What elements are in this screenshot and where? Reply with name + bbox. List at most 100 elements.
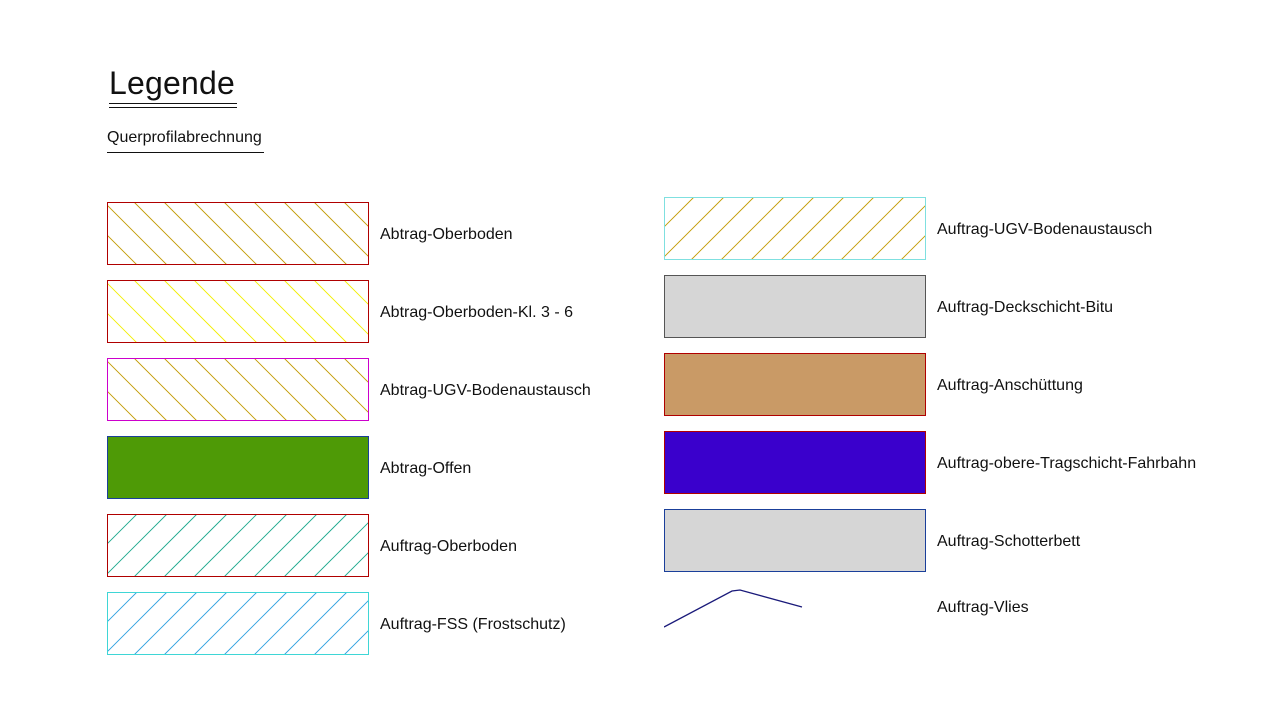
hatch-line xyxy=(223,280,288,343)
hatch-line xyxy=(253,592,318,655)
hatch-line xyxy=(107,592,138,623)
swatch-border xyxy=(664,197,926,260)
legend-label-auftrag-fss-frostschutz: Auftrag-FSS (Frostschutz) xyxy=(380,616,566,633)
swatch-graphic xyxy=(107,436,369,499)
hatch-line xyxy=(133,358,198,421)
swatch-fill xyxy=(664,353,926,416)
hatch-line xyxy=(223,358,288,421)
legend-label-auftrag-schotterbett: Auftrag-Schotterbett xyxy=(937,533,1081,550)
hatch-line xyxy=(313,521,369,577)
title-underline xyxy=(109,103,237,104)
hatch-line xyxy=(313,280,369,336)
hatch-line xyxy=(870,204,926,260)
hatch-line xyxy=(313,202,369,258)
hatch-line xyxy=(163,202,228,265)
swatch-border xyxy=(664,509,926,572)
hatch-line xyxy=(664,197,725,258)
vlies-line xyxy=(664,589,803,628)
hatch-line xyxy=(283,358,348,421)
hatch-line xyxy=(107,514,138,545)
hatch-line xyxy=(133,592,198,655)
hatch-line xyxy=(193,280,258,343)
swatch-border xyxy=(664,431,926,494)
swatch-graphic xyxy=(664,275,926,338)
hatch-line xyxy=(780,197,845,260)
hatch-line xyxy=(283,592,348,655)
hatch-line xyxy=(107,204,168,265)
swatch-border xyxy=(107,436,369,499)
swatch-graphic xyxy=(664,353,926,416)
hatch-lines xyxy=(107,514,369,577)
hatch-line xyxy=(253,280,318,343)
swatch-graphic xyxy=(664,589,803,628)
hatch-line xyxy=(690,197,755,260)
swatch-graphic xyxy=(107,358,369,421)
legend-swatch-abtrag-offen xyxy=(107,436,369,499)
swatch-fill xyxy=(664,197,926,260)
hatch-lines xyxy=(107,280,369,343)
swatch-border xyxy=(107,280,369,343)
hatch-line xyxy=(107,390,138,421)
swatch-graphic xyxy=(107,514,369,577)
hatch-line xyxy=(840,197,905,260)
legend-label-auftrag-oberboden: Auftrag-Oberboden xyxy=(380,538,517,555)
hatch-line xyxy=(720,197,785,260)
hatch-line xyxy=(163,358,228,421)
swatch-fill xyxy=(107,280,369,343)
swatch-graphic xyxy=(664,509,926,572)
hatch-line xyxy=(133,202,198,265)
legend-label-auftrag-vlies: Auftrag-Vlies xyxy=(937,599,1029,616)
hatch-line xyxy=(223,592,288,655)
legend-label-abtrag-oberboden-kl-3-6: Abtrag-Oberboden-Kl. 3 - 6 xyxy=(380,304,573,321)
hatch-lines xyxy=(107,202,369,265)
hatch-line xyxy=(133,280,198,343)
hatch-line xyxy=(253,514,318,577)
hatch-line xyxy=(283,202,348,265)
legend-swatch-auftrag-schotterbett xyxy=(664,509,926,572)
hatch-line xyxy=(107,282,168,343)
legend-swatch-auftrag-ansch-ttung xyxy=(664,353,926,416)
hatch-lines xyxy=(107,358,369,421)
swatch-fill xyxy=(664,275,926,338)
swatch-fill xyxy=(664,431,926,494)
hatch-line xyxy=(343,358,369,384)
legend-label-abtrag-oberboden: Abtrag-Oberboden xyxy=(380,226,513,243)
swatch-graphic xyxy=(107,280,369,343)
hatch-line xyxy=(107,360,168,421)
hatch-line xyxy=(283,280,348,343)
title-underline-double xyxy=(109,107,237,108)
legend-swatch-auftrag-oberboden xyxy=(107,514,369,577)
swatch-fill xyxy=(107,202,369,265)
legend-swatch-auftrag-deckschicht-bitu xyxy=(664,275,926,338)
legend-label-abtrag-offen: Abtrag-Offen xyxy=(380,460,472,477)
legend-swatch-abtrag-oberboden xyxy=(107,202,369,265)
swatch-fill xyxy=(107,514,369,577)
legend-label-auftrag-ugv-bodenaustausch: Auftrag-UGV-Bodenaustausch xyxy=(937,221,1153,238)
swatch-fill xyxy=(107,592,369,655)
legend-swatch-auftrag-vlies xyxy=(664,585,926,648)
hatch-line xyxy=(107,592,168,653)
hatch-line xyxy=(283,514,348,577)
hatch-line xyxy=(313,358,369,414)
swatch-border xyxy=(107,514,369,577)
swatch-border xyxy=(107,358,369,421)
hatch-line xyxy=(107,514,168,575)
hatch-line xyxy=(163,514,228,577)
hatch-line xyxy=(193,202,258,265)
hatch-line xyxy=(223,514,288,577)
legend-label-auftrag-deckschicht-bitu: Auftrag-Deckschicht-Bitu xyxy=(937,299,1114,316)
hatch-line xyxy=(343,551,369,577)
subtitle-underline xyxy=(107,152,264,153)
hatch-line xyxy=(343,280,369,306)
swatch-graphic xyxy=(664,197,926,260)
legend-label-auftrag-obere-tragschicht-fahrbahn: Auftrag-obere-Tragschicht-Fahrbahn xyxy=(937,455,1197,472)
legend-label-abtrag-ugv-bodenaustausch: Abtrag-UGV-Bodenaustausch xyxy=(380,382,591,399)
hatch-line xyxy=(163,592,228,655)
swatch-fill xyxy=(107,358,369,421)
hatch-line xyxy=(664,197,695,228)
swatch-fill xyxy=(107,436,369,499)
hatch-line xyxy=(193,358,258,421)
hatch-lines xyxy=(107,592,369,655)
legend-swatch-abtrag-ugv-bodenaustausch xyxy=(107,358,369,421)
legend-label-auftrag-ansch-ttung: Auftrag-Anschüttung xyxy=(937,377,1083,394)
